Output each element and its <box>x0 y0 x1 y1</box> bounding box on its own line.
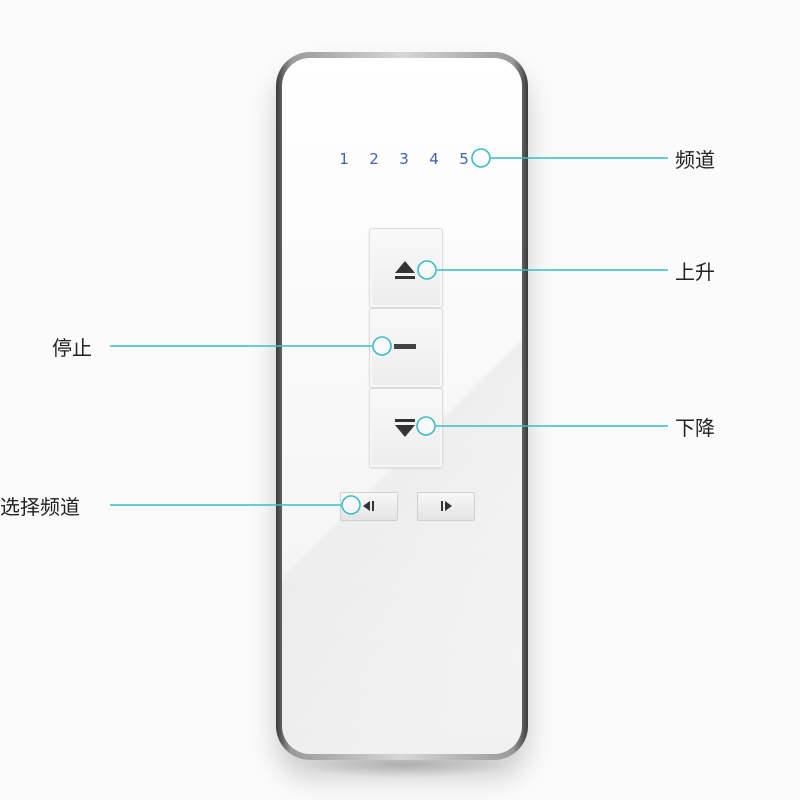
callout-dot-up <box>417 260 437 280</box>
label-down: 下降 <box>675 416 715 440</box>
callout-dot-channel <box>471 148 491 168</box>
channel-indicators: 1 2 3 4 5 <box>337 150 471 168</box>
stop-button[interactable] <box>369 308 443 388</box>
channel-5: 5 <box>459 150 469 168</box>
callout-dot-select <box>341 495 361 515</box>
channel-4: 4 <box>429 150 439 168</box>
next-channel-icon <box>441 501 452 511</box>
next-channel-button[interactable] <box>417 492 475 521</box>
channel-1: 1 <box>339 150 349 168</box>
label-channel: 频道 <box>675 148 715 172</box>
callout-dot-stop <box>372 336 392 356</box>
prev-channel-icon <box>363 501 374 511</box>
channel-3: 3 <box>399 150 409 168</box>
callout-dot-down <box>416 416 436 436</box>
down-triangle-icon <box>395 419 415 437</box>
channel-2: 2 <box>369 150 379 168</box>
label-stop: 停止 <box>52 336 92 360</box>
up-triangle-icon <box>395 261 415 279</box>
label-select-channel: 选择频道 <box>0 495 80 519</box>
label-up: 上升 <box>675 260 715 284</box>
stop-bar-icon <box>394 344 416 349</box>
